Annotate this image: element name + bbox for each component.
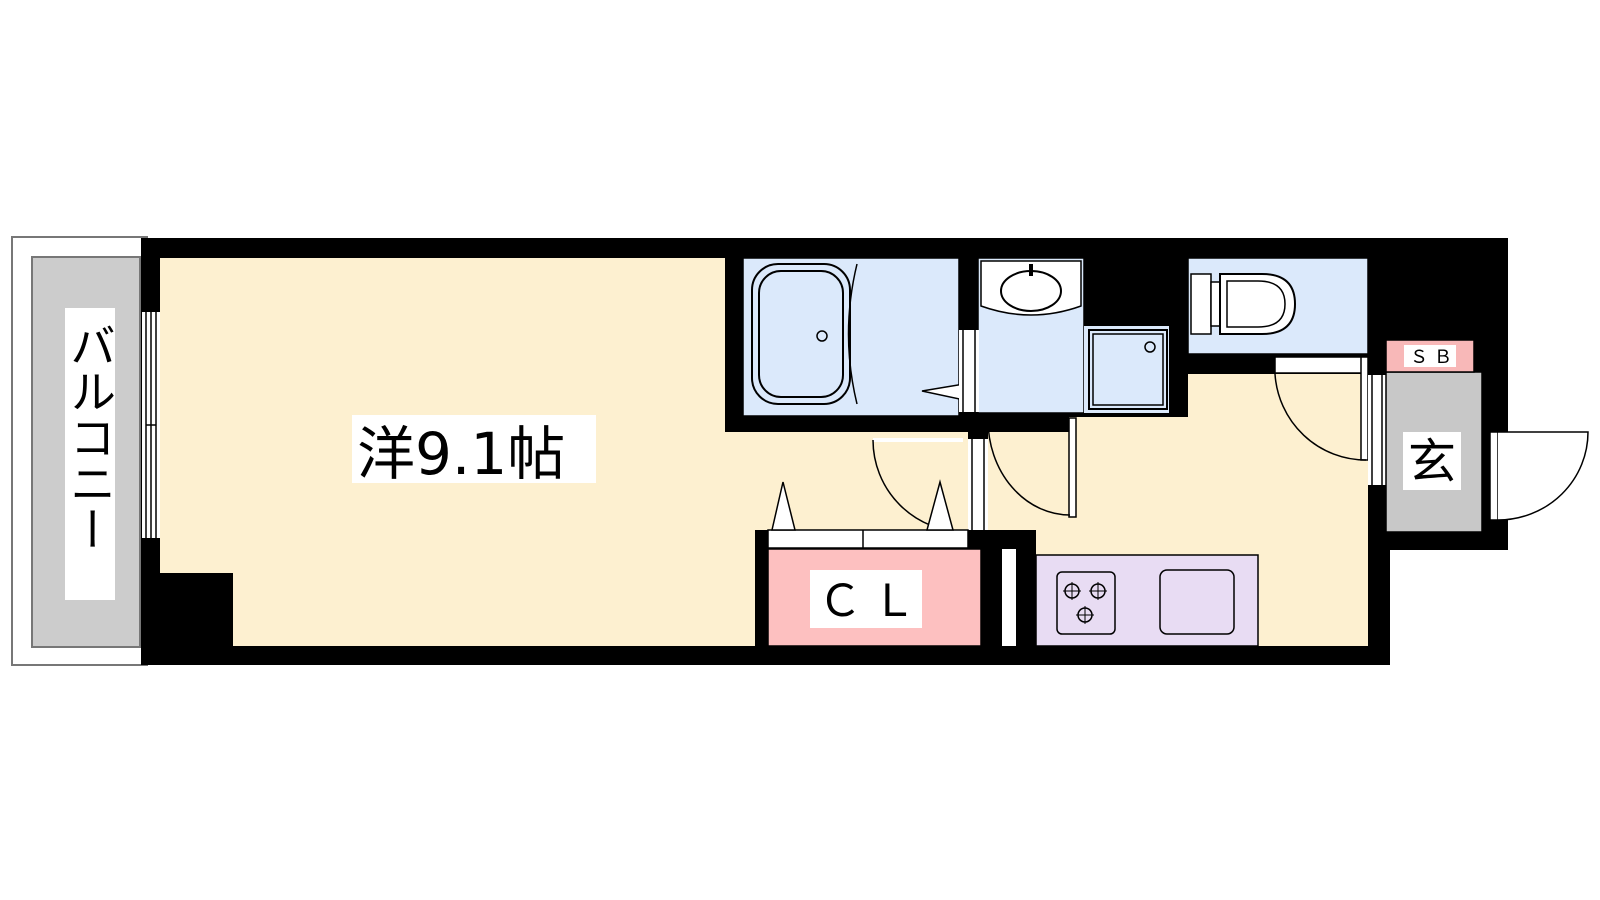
shoe-box-label: ＳＢ — [1410, 347, 1458, 368]
stove-icon — [1056, 571, 1116, 635]
balcony-window — [142, 312, 160, 538]
refrigerator-slot — [1002, 549, 1016, 646]
closet-label: ＣＬ — [818, 576, 926, 627]
balcony-label: バルコニー — [63, 322, 117, 552]
balcony: バルコニー — [11, 236, 148, 666]
western-room: 洋9.1帖 — [160, 258, 968, 646]
entrance: 玄 — [1385, 371, 1483, 533]
shoe-box: ＳＢ — [1385, 339, 1475, 373]
entrance-door — [1489, 431, 1589, 521]
bathroom — [742, 257, 965, 417]
closet: ＣＬ — [767, 479, 982, 647]
toilet-room — [1187, 257, 1369, 355]
washroom — [977, 257, 1169, 414]
door-swing-icon — [872, 356, 1386, 533]
corridor-door-opening — [959, 330, 988, 530]
western-room-label: 洋9.1帖 — [357, 420, 565, 488]
kitchen — [1035, 554, 1259, 647]
sink-icon — [1159, 569, 1235, 635]
toilet-icon — [1190, 273, 1297, 335]
bathtub-icon — [751, 263, 858, 405]
washing-machine-pan-icon — [1088, 329, 1168, 410]
entrance-label: 玄 — [1408, 434, 1456, 490]
washbasin-icon — [980, 260, 1082, 316]
